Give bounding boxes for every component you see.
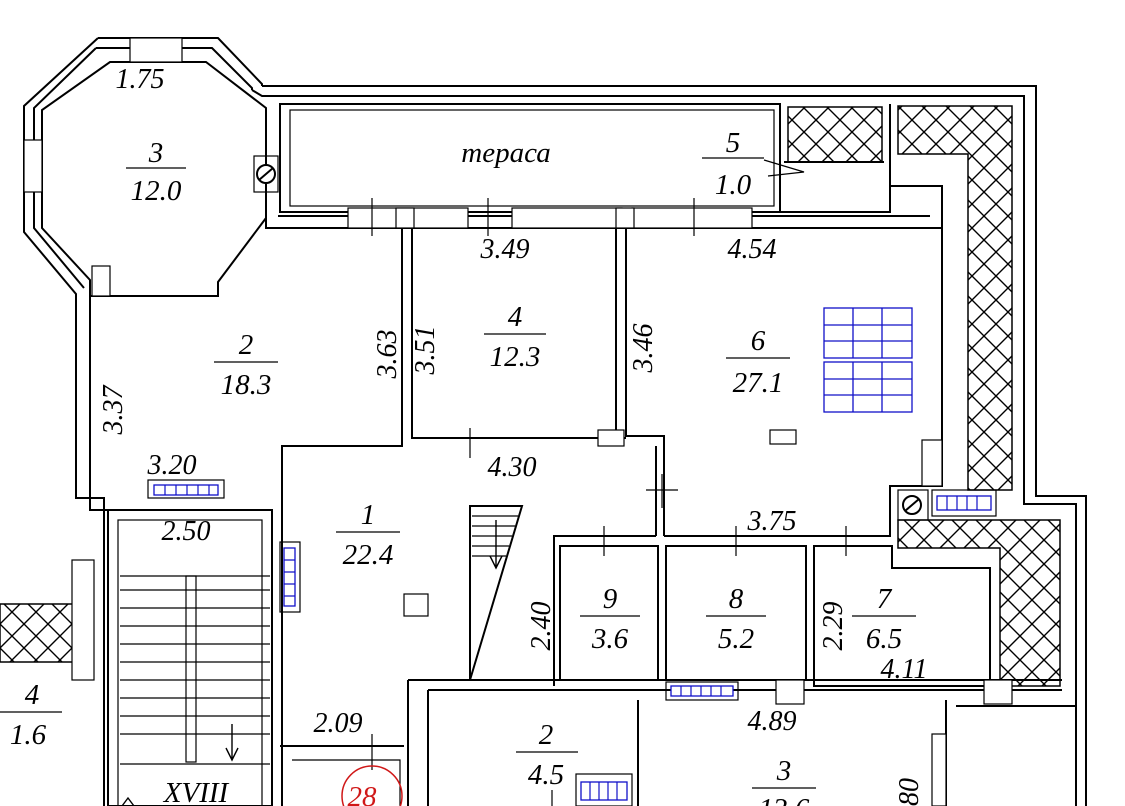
stair-treads [120, 575, 270, 765]
stairwell [107, 505, 524, 806]
svg-text:4: 4 [508, 301, 523, 333]
svg-text:8: 8 [729, 583, 744, 615]
svg-text:12.0: 12.0 [131, 175, 182, 207]
room-5: 5 1.0 [702, 127, 764, 201]
svg-text:2.40: 2.40 [526, 602, 557, 651]
svg-text:1.6: 1.6 [10, 719, 47, 751]
svg-text:4.11: 4.11 [881, 654, 928, 685]
interior-walls [265, 215, 1076, 806]
dimension-labels: 1.75 3.49 4.54 3.63 3.51 3.46 3.37 3.20 … [98, 64, 927, 806]
svg-text:2.50: 2.50 [162, 516, 211, 547]
terrace-label: тераса [461, 137, 550, 169]
outer-walls [75, 85, 1087, 806]
svg-text:4.30: 4.30 [488, 452, 537, 483]
svg-text:27.1: 27.1 [733, 367, 784, 399]
room-1: 1 22.4 [336, 499, 400, 571]
svg-text:3: 3 [776, 755, 792, 787]
room-2: 2 18.3 [214, 329, 278, 401]
svg-text:3.6: 3.6 [591, 623, 629, 655]
room-3-top: 3 12.0 [126, 137, 186, 207]
fixtures [253, 155, 929, 617]
svg-text:2.09: 2.09 [314, 708, 363, 739]
svg-text:12.3: 12.3 [490, 341, 541, 373]
svg-text:3.37: 3.37 [98, 385, 129, 436]
room-4-left: 4 1.6 [0, 679, 62, 751]
svg-text:22.4: 22.4 [343, 539, 394, 571]
svg-text:6: 6 [751, 325, 766, 357]
room-8: 8 5.2 [706, 583, 766, 655]
svg-text:28: 28 [348, 781, 378, 806]
svg-text:6.5: 6.5 [866, 623, 902, 655]
svg-text:4.89: 4.89 [748, 706, 797, 737]
svg-text:3.63: 3.63 [372, 330, 403, 380]
svg-text:9: 9 [603, 583, 618, 615]
svg-text:80: 80 [894, 778, 925, 806]
svg-text:3: 3 [148, 137, 164, 169]
svg-text:3.51: 3.51 [410, 326, 441, 376]
room-9: 9 3.6 [580, 583, 640, 655]
svg-text:2: 2 [239, 329, 254, 361]
room-4: 4 12.3 [484, 301, 546, 373]
svg-text:2: 2 [539, 719, 554, 751]
svg-text:7: 7 [877, 583, 893, 615]
svg-text:3.46: 3.46 [628, 324, 659, 374]
svg-text:5.2: 5.2 [718, 623, 754, 655]
svg-text:1.75: 1.75 [116, 64, 165, 95]
svg-text:3.75: 3.75 [747, 506, 797, 537]
unit-marker: 28 [341, 765, 403, 806]
svg-text:2.29: 2.29 [818, 602, 849, 651]
radiators [147, 307, 997, 806]
svg-text:3.20: 3.20 [147, 450, 197, 481]
room-3-bottom: 3 13.6 [752, 755, 816, 806]
svg-text:4.5: 4.5 [528, 759, 564, 791]
room-2-bottom: 2 4.5 [516, 719, 578, 791]
windows [23, 37, 1013, 806]
svg-text:4.54: 4.54 [728, 234, 777, 265]
room-labels: 3 12.0 тераса 5 1.0 2 18.3 4 12.3 6 27.1… [0, 127, 916, 806]
svg-text:4: 4 [25, 679, 40, 711]
stair-direction-arrow [225, 724, 239, 762]
room-6: 6 27.1 [726, 325, 790, 399]
svg-text:3.49: 3.49 [480, 234, 530, 265]
svg-text:18.3: 18.3 [221, 369, 272, 401]
svg-text:5: 5 [726, 127, 741, 159]
svg-text:1.0: 1.0 [715, 169, 752, 201]
stair-label: XVIII [163, 777, 230, 806]
svg-text:1: 1 [361, 499, 376, 531]
svg-text:13.6: 13.6 [759, 793, 810, 806]
room-7: 7 6.5 [852, 583, 916, 655]
